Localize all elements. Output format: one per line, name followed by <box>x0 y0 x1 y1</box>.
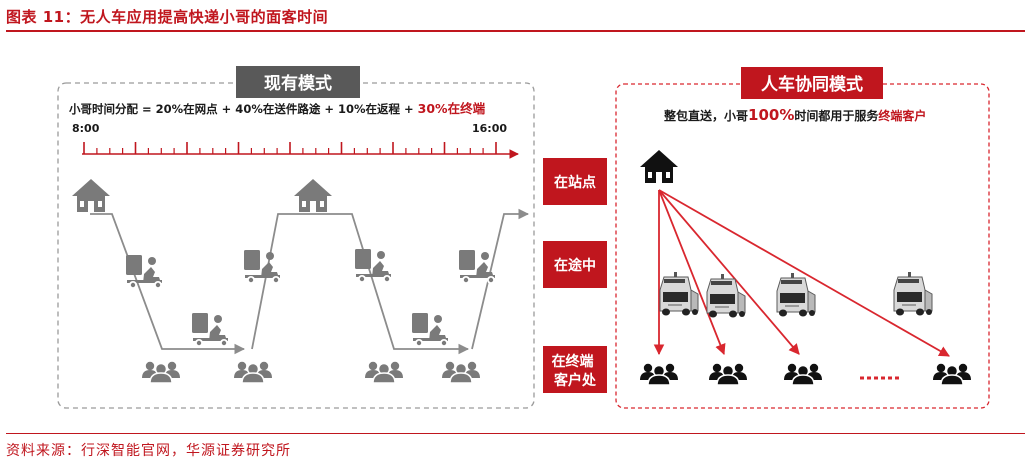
delivery-van-icon <box>776 272 816 317</box>
time-start-label: 8:00 <box>72 122 100 135</box>
collab-mode-header: 人车协同模式 <box>761 74 863 95</box>
timeline-ticks <box>83 142 497 154</box>
figure-title: 图表 11：无人车应用提高快递小哥的面客时间 <box>6 8 329 26</box>
collab-desc-prefix: 整包直送，小哥 <box>663 108 748 123</box>
figure-source: 资料来源：行深智能官网，华源证券研究所 <box>6 443 291 459</box>
current-mode-panel <box>57 82 535 409</box>
current-mode-header-box <box>236 66 360 98</box>
stage-label-station: 在站点 <box>554 174 596 191</box>
courier-scooter-icon <box>412 313 448 347</box>
house-icon <box>640 150 678 183</box>
stage-label-terminal-line2: 客户处 <box>553 372 597 389</box>
collab-desc-percent: 100% <box>748 106 794 124</box>
delivery-arrow <box>658 189 800 355</box>
stage-label-enroute: 在途中 <box>554 257 596 274</box>
courier-scooter-icon <box>126 255 162 289</box>
footer-rule <box>6 433 1025 434</box>
delivery-van-icon <box>893 271 933 316</box>
delivery-van-icon <box>659 271 699 316</box>
stage-box-terminal <box>543 346 607 393</box>
courier-scooter-icon <box>244 250 280 284</box>
direct-delivery-arrows <box>653 189 950 357</box>
time-allocation-highlight: 30%在终端 <box>418 101 486 116</box>
customer-group-icon <box>141 361 181 384</box>
customer-group-icon <box>364 361 404 384</box>
house-icon <box>72 179 110 212</box>
customer-group-icon <box>708 363 748 386</box>
delivery-arrow <box>658 189 726 356</box>
delivery-van-icon <box>706 273 746 318</box>
customer-group-icon <box>783 363 823 386</box>
collab-desc-middle: 时间都用于服务 <box>794 108 879 123</box>
collab-mode-panel <box>615 83 990 409</box>
house-icon <box>294 179 332 212</box>
title-rule <box>6 30 1025 32</box>
customer-group-icon <box>932 363 972 386</box>
customer-group-icon <box>233 361 273 384</box>
courier-scooter-icon <box>459 250 495 284</box>
time-allocation: 小哥时间分配 = 20%在网点 + 40%在送件路途 + 10%在返程 + 30… <box>68 101 486 116</box>
stage-box-enroute <box>543 241 607 288</box>
customer-group-icon <box>441 361 481 384</box>
delivery-arrow <box>658 189 950 357</box>
courier-scooter-icon <box>192 313 228 347</box>
stage-box-station <box>543 158 607 205</box>
collab-mode-header-box <box>741 67 883 99</box>
timeline <box>82 142 519 159</box>
route-segment-1 <box>90 213 246 355</box>
time-end-label: 16:00 <box>472 122 507 135</box>
collab-description: 整包直送，小哥100%时间都用于服务终端客户 <box>663 106 926 124</box>
customer-group-icon <box>639 363 679 386</box>
route-segment-3 <box>471 208 530 350</box>
current-mode-header: 现有模式 <box>264 73 332 94</box>
time-allocation-prefix: 小哥时间分配 = 20%在网点 + 40%在送件路途 + 10%在返程 + <box>68 102 418 116</box>
stage-label-terminal: 在终端 客户处 <box>552 353 599 389</box>
stage-label-terminal-line1: 在终端 <box>552 353 594 370</box>
courier-scooter-icon <box>355 249 391 283</box>
collab-desc-highlight: 终端客户 <box>878 108 926 123</box>
stage-labels: 在站点 在途中 在终端 客户处 <box>543 158 607 393</box>
